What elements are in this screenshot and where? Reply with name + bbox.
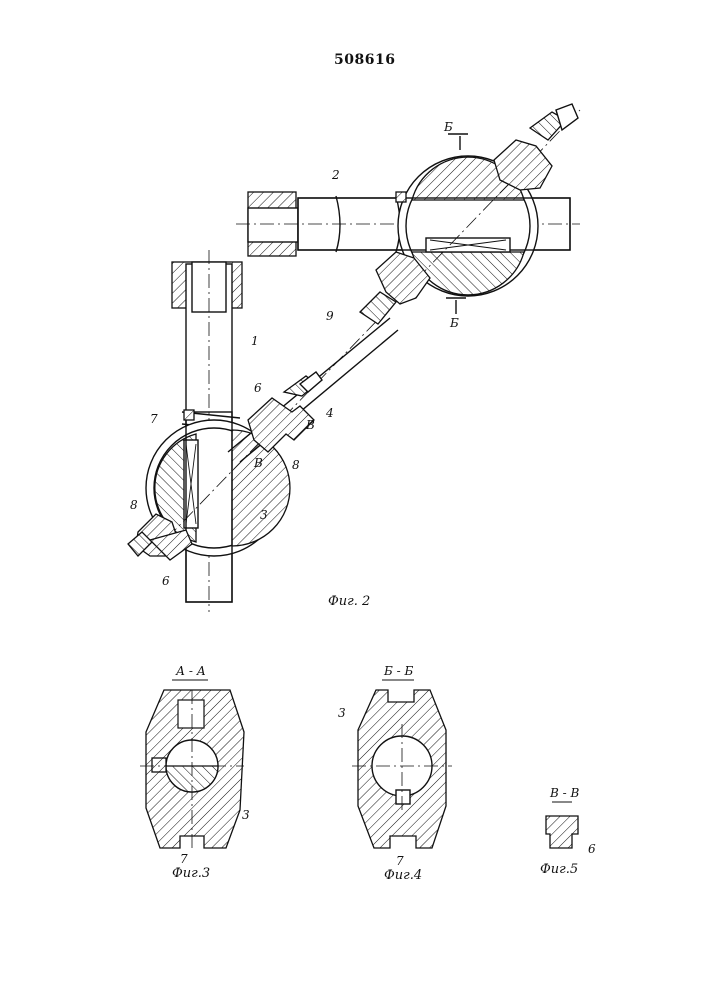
label-section-b2: Б xyxy=(450,316,459,330)
label-part-7-fig2: 7 xyxy=(150,412,158,426)
label-section-v2: В xyxy=(254,456,263,470)
label-part-7-fig3: 7 xyxy=(180,852,188,866)
label-part-6-fig5: 6 xyxy=(588,842,596,856)
label-part-3-fig2: 3 xyxy=(260,508,268,522)
label-part-1: 1 xyxy=(251,334,259,348)
label-fig4: Фиг.4 xyxy=(384,868,422,883)
label-part-7-fig4: 7 xyxy=(396,854,404,868)
label-part-6a: 6 xyxy=(254,381,262,395)
fig2-assembly xyxy=(128,104,580,612)
fig5-part-6 xyxy=(546,816,578,848)
label-fig5: Фиг.5 xyxy=(540,862,578,877)
label-part-8a: 8 xyxy=(130,498,138,512)
label-section-b1: Б xyxy=(444,120,453,134)
fig5-section-vv xyxy=(546,802,578,848)
label-part-4: 4 xyxy=(326,406,334,420)
label-part-6b: 6 xyxy=(162,574,170,588)
label-section-bb: Б - Б xyxy=(384,664,413,678)
joint-upper-right xyxy=(494,104,578,190)
shaft-2-journal xyxy=(248,208,298,242)
label-fig3: Фиг.3 xyxy=(172,866,210,881)
label-section-v1: В xyxy=(306,418,315,432)
label-part-9: 9 xyxy=(326,309,334,323)
label-section-aa: А - А xyxy=(176,664,206,678)
label-part-3-fig3: 3 xyxy=(242,808,250,822)
label-section-vv: В - В xyxy=(550,786,579,800)
label-part-8b: 8 xyxy=(292,458,300,472)
label-part-3-fig4: 3 xyxy=(338,706,346,720)
fig3-section-aa xyxy=(140,680,244,850)
label-part-2: 2 xyxy=(332,168,340,182)
fig4-section-bb xyxy=(352,680,452,848)
label-fig2: Фиг. 2 xyxy=(328,594,370,609)
ring-body-lower xyxy=(232,430,290,546)
